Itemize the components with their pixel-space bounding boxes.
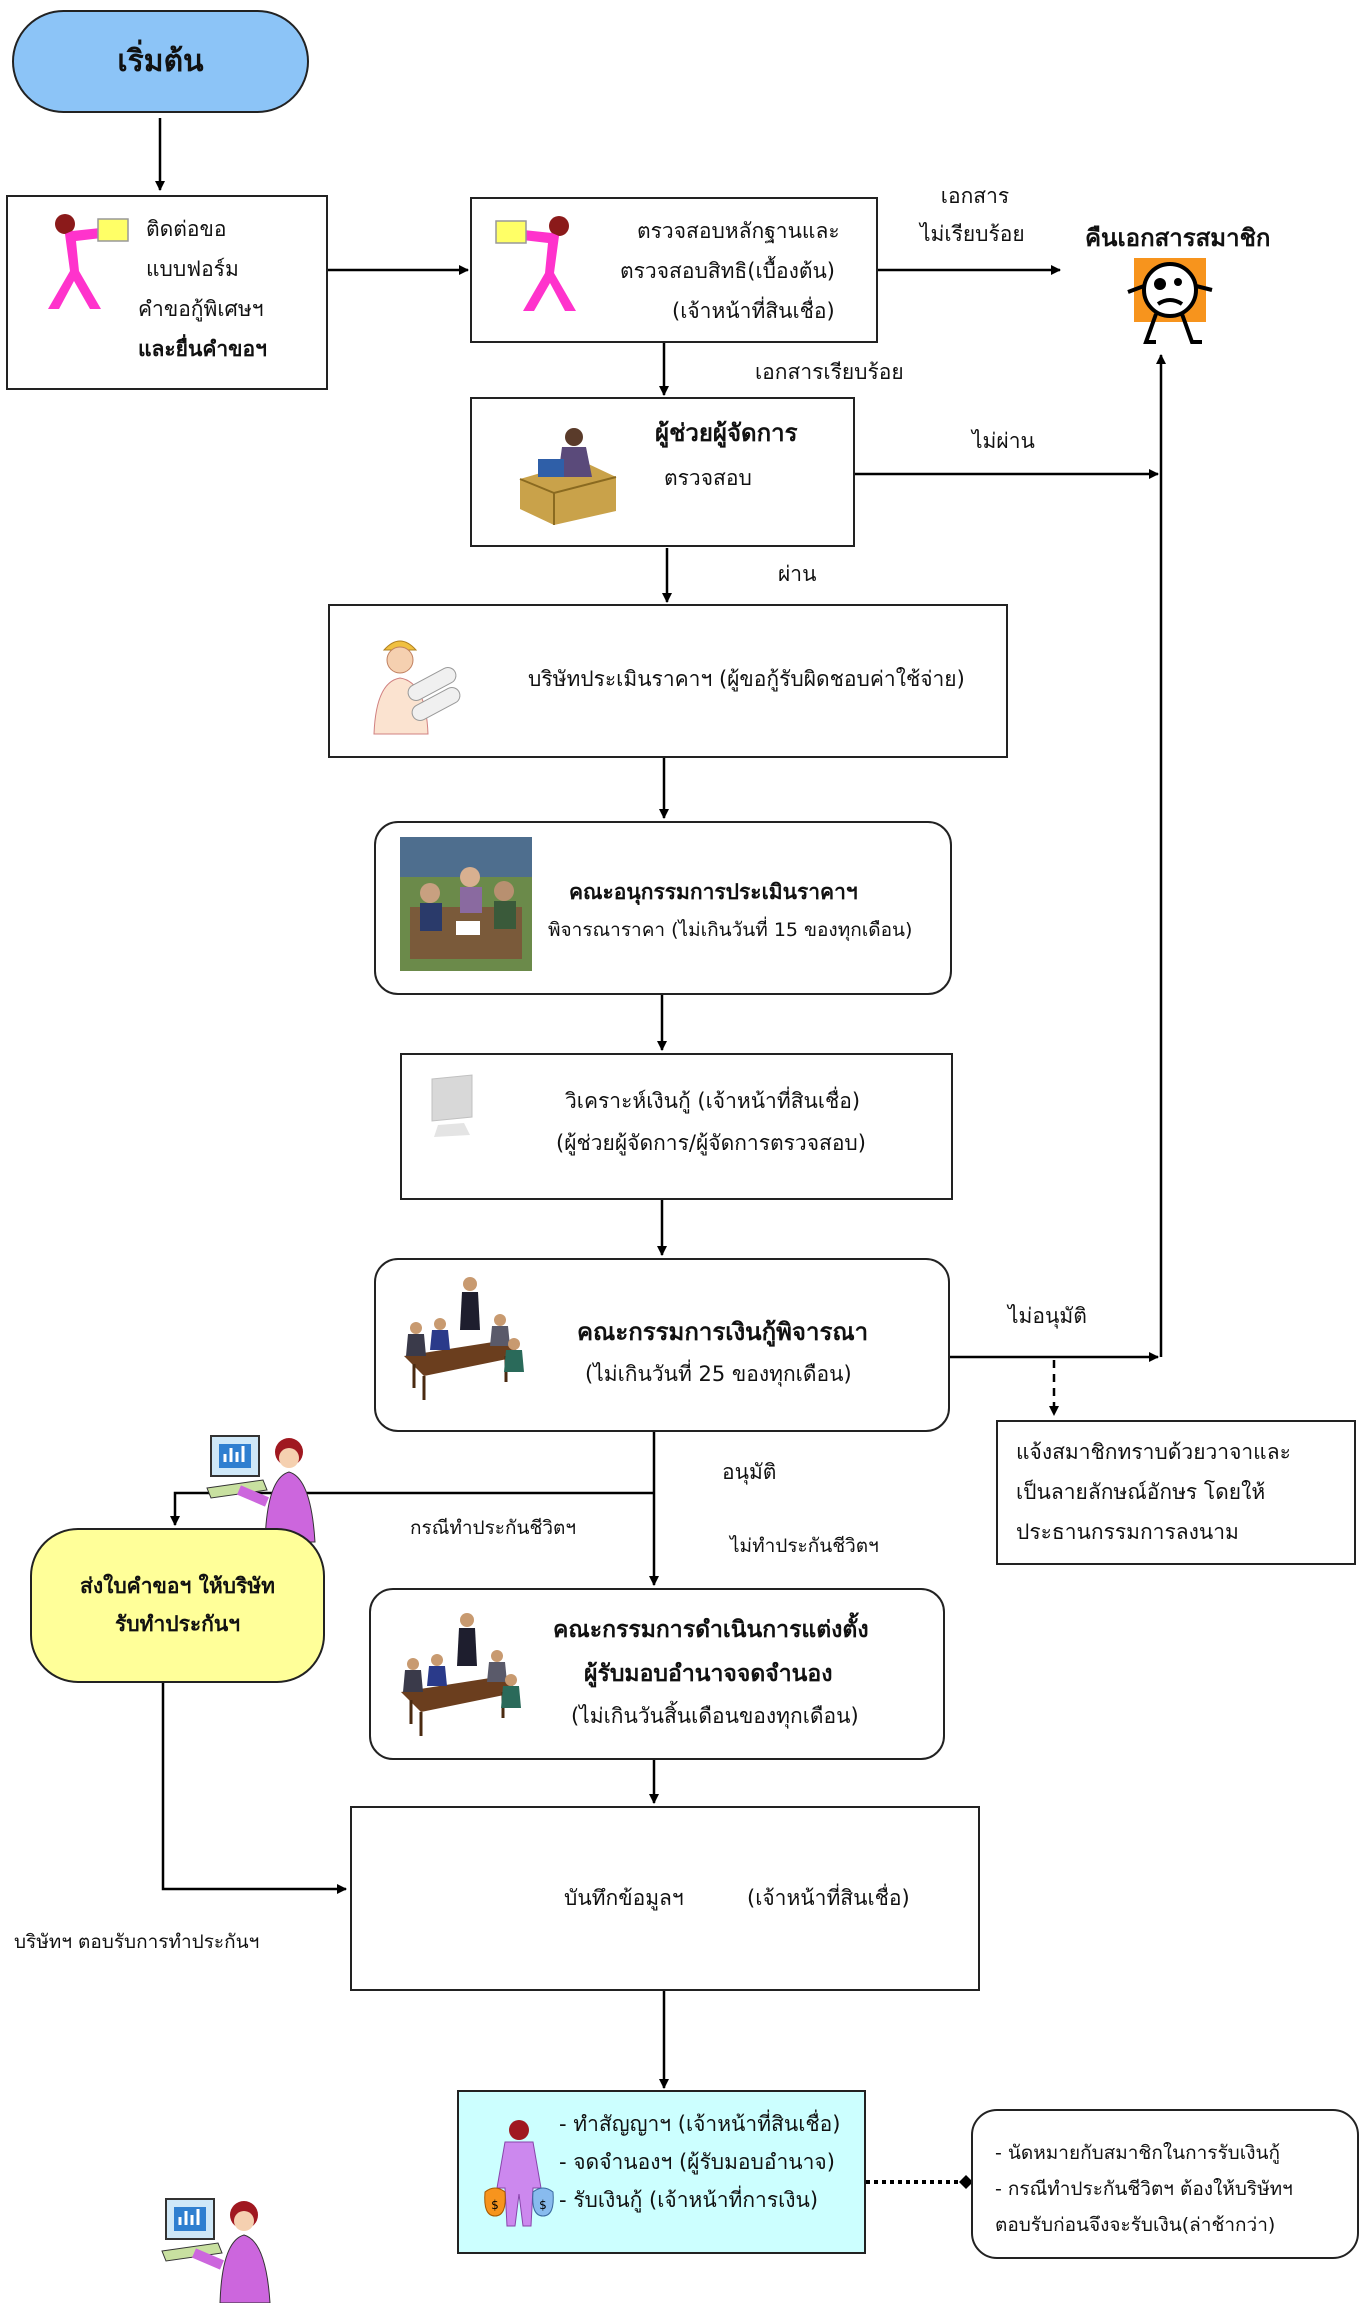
person-holding-paper-icon bbox=[48, 214, 129, 309]
boardroom-meeting-icon bbox=[401, 1613, 521, 1736]
exec-line-3: (ไม่เกินวันสิ้นเดือนของทุกเดือน) bbox=[571, 1704, 859, 1728]
arrow-committee-insurance bbox=[170, 1491, 654, 1526]
exec-line-2: ผู้รับมอบอำนาจจดจำนอง bbox=[584, 1661, 833, 1687]
loan-committee-title: คณะกรรมการเงินกู้พิจารณา bbox=[577, 1318, 869, 1346]
assistant-title: ผู้ช่วยผู้จัดการ bbox=[655, 419, 798, 447]
verify-line-1: ตรวจสอบหลักฐานและ bbox=[637, 219, 840, 243]
insurance-line-1: ส่งใบคำขอฯ ให้บริษัท bbox=[80, 1574, 275, 1598]
subcommittee-box: คณะอนุกรรมการประเมินราคาฯ พิจารณาราคา (ไ… bbox=[374, 821, 952, 995]
verify-line-2: ตรวจสอบสิทธิ(เบื้องต้น) bbox=[620, 259, 836, 283]
person-at-computer-icon bbox=[161, 2198, 271, 2303]
person-with-money-bags-icon: $ $ bbox=[484, 2120, 554, 2227]
label-insurer-accepts: บริษัทฯ ตอบรับการทำประกันฯ bbox=[14, 1931, 260, 1953]
appraisal-company-box: บริษัทประเมินราคาฯ (ผู้ขอกู้รับผิดชอบค่า… bbox=[328, 604, 1008, 758]
disburse-line-2: - จดจำนองฯ (ผู้รับมอบอำนาจ) bbox=[559, 2150, 835, 2174]
exec-committee-box: คณะกรรมการดำเนินการแต่งตั้ง ผู้รับมอบอำน… bbox=[369, 1588, 945, 1760]
subcommittee-sub: พิจารณาราคา (ไม่เกินวันที่ 15 ของทุกเดือ… bbox=[548, 919, 913, 941]
loan-committee-box: คณะกรรมการเงินกู้พิจารณา (ไม่เกินวันที่ … bbox=[374, 1258, 950, 1432]
meeting-photo-icon bbox=[400, 837, 532, 971]
note-line-1: - นัดหมายกับสมาชิกในการรับเงินกู้ bbox=[995, 2142, 1280, 2164]
contact-line-4: และยื่นคำขอฯ bbox=[138, 337, 267, 361]
disbursement-note-box: - นัดหมายกับสมาชิกในการรับเงินกู้ - กรณี… bbox=[971, 2109, 1359, 2259]
record-label: บันทึกข้อมูลฯ bbox=[564, 1886, 684, 1910]
verify-box: ตรวจสอบหลักฐานและ ตรวจสอบสิทธิ(เบื้องต้น… bbox=[470, 197, 878, 343]
label-doc-complete: เอกสารเรียบร้อย bbox=[755, 360, 904, 384]
record-data-box: บันทึกข้อมูลฯ (เจ้าหน้าที่สินเชื่อ) bbox=[350, 1806, 980, 1991]
start-node: เริ่มต้น bbox=[12, 10, 309, 113]
analysis-line-1: วิเคราะห์เงินกู้ (เจ้าหน้าที่สินเชื่อ) bbox=[565, 1089, 861, 1113]
subcommittee-title: คณะอนุกรรมการประเมินราคาฯ bbox=[569, 880, 858, 904]
worried-face-icon bbox=[1127, 258, 1213, 344]
contact-line-1: ติดต่อขอ bbox=[146, 217, 227, 241]
appraisal-company-label: บริษัทประเมินราคาฯ (ผู้ขอกู้รับผิดชอบค่า… bbox=[528, 667, 965, 691]
start-label: เริ่มต้น bbox=[117, 44, 204, 79]
label-not-approved: ไม่อนุมัติ bbox=[1008, 1304, 1087, 1328]
disburse-line-3: - รับเงินกู้ (เจ้าหน้าที่การเงิน) bbox=[559, 2188, 819, 2212]
return-docs-title: คืนเอกสารสมาชิก bbox=[1085, 224, 1271, 252]
contact-box: ติดต่อขอ แบบฟอร์ม คำขอกู้พิเศษฯ และยื่นค… bbox=[6, 195, 328, 390]
label-doc-incomplete-2: ไม่เรียบร้อย bbox=[920, 222, 1025, 246]
person-at-desk-icon bbox=[519, 428, 617, 525]
loan-committee-sub: (ไม่เกินวันที่ 25 ของทุกเดือน) bbox=[585, 1362, 852, 1386]
svg-text:$: $ bbox=[491, 2198, 499, 2212]
person-holding-paper-icon bbox=[495, 216, 576, 311]
contact-line-2: แบบฟอร์ม bbox=[146, 257, 239, 281]
record-officer: (เจ้าหน้าที่สินเชื่อ) bbox=[747, 1886, 910, 1910]
insurance-request-box: ส่งใบคำขอฯ ให้บริษัท รับทำประกันฯ bbox=[30, 1528, 325, 1683]
label-doc-incomplete-1: เอกสาร bbox=[940, 184, 1010, 208]
notify-line-2: เป็นลายลักษณ์อักษร โดยให้ bbox=[1016, 1480, 1266, 1504]
loan-analysis-box: วิเคราะห์เงินกู้ (เจ้าหน้าที่สินเชื่อ) (… bbox=[400, 1053, 953, 1200]
exec-line-1: คณะกรรมการดำเนินการแต่งตั้ง bbox=[553, 1617, 869, 1643]
notify-member-box: แจ้งสมาชิกทราบด้วยวาจาและ เป็นลายลักษณ์อ… bbox=[996, 1420, 1356, 1565]
label-pass: ผ่าน bbox=[778, 562, 817, 586]
boardroom-meeting-icon bbox=[404, 1277, 524, 1400]
assistant-sub: ตรวจสอบ bbox=[664, 466, 752, 490]
disburse-line-1: - ทำสัญญาฯ (เจ้าหน้าที่สินเชื่อ) bbox=[559, 2112, 841, 2136]
engineer-with-plans-icon bbox=[373, 640, 461, 735]
label-not-pass: ไม่ผ่าน bbox=[972, 429, 1035, 453]
label-case-not-insured: ไม่ทำประกันชีวิตฯ bbox=[730, 1535, 879, 1557]
svg-text:$: $ bbox=[539, 2198, 547, 2212]
note-line-3: ตอบรับก่อนจึงจะรับเงิน(ล่าช้ากว่า) bbox=[995, 2214, 1276, 2236]
computer-icon bbox=[431, 1074, 473, 1137]
analysis-line-2: (ผู้ช่วยผู้จัดการ/ผู้จัดการตรวจสอบ) bbox=[556, 1131, 866, 1155]
insurance-line-2: รับทำประกันฯ bbox=[115, 1612, 240, 1636]
label-case-insured: กรณีทำประกันชีวิตฯ bbox=[410, 1517, 577, 1539]
assistant-manager-box: ผู้ช่วยผู้จัดการ ตรวจสอบ bbox=[470, 397, 855, 547]
notify-line-3: ประธานกรรมการลงนาม bbox=[1016, 1520, 1239, 1544]
label-approved: อนุมัติ bbox=[722, 1460, 777, 1484]
disbursement-box: $ $ - ทำสัญญาฯ (เจ้าหน้าที่สินเชื่อ) - จ… bbox=[457, 2090, 866, 2254]
note-line-2: - กรณีทำประกันชีวิตฯ ต้องให้บริษัทฯ bbox=[995, 2178, 1293, 2200]
arrow-insurance-record bbox=[161, 1682, 347, 1894]
verify-line-3: (เจ้าหน้าที่สินเชื่อ) bbox=[672, 299, 835, 323]
person-at-computer-icon bbox=[206, 1435, 316, 1543]
contact-line-3: คำขอกู้พิเศษฯ bbox=[138, 297, 264, 321]
notify-line-1: แจ้งสมาชิกทราบด้วยวาจาและ bbox=[1016, 1440, 1291, 1464]
